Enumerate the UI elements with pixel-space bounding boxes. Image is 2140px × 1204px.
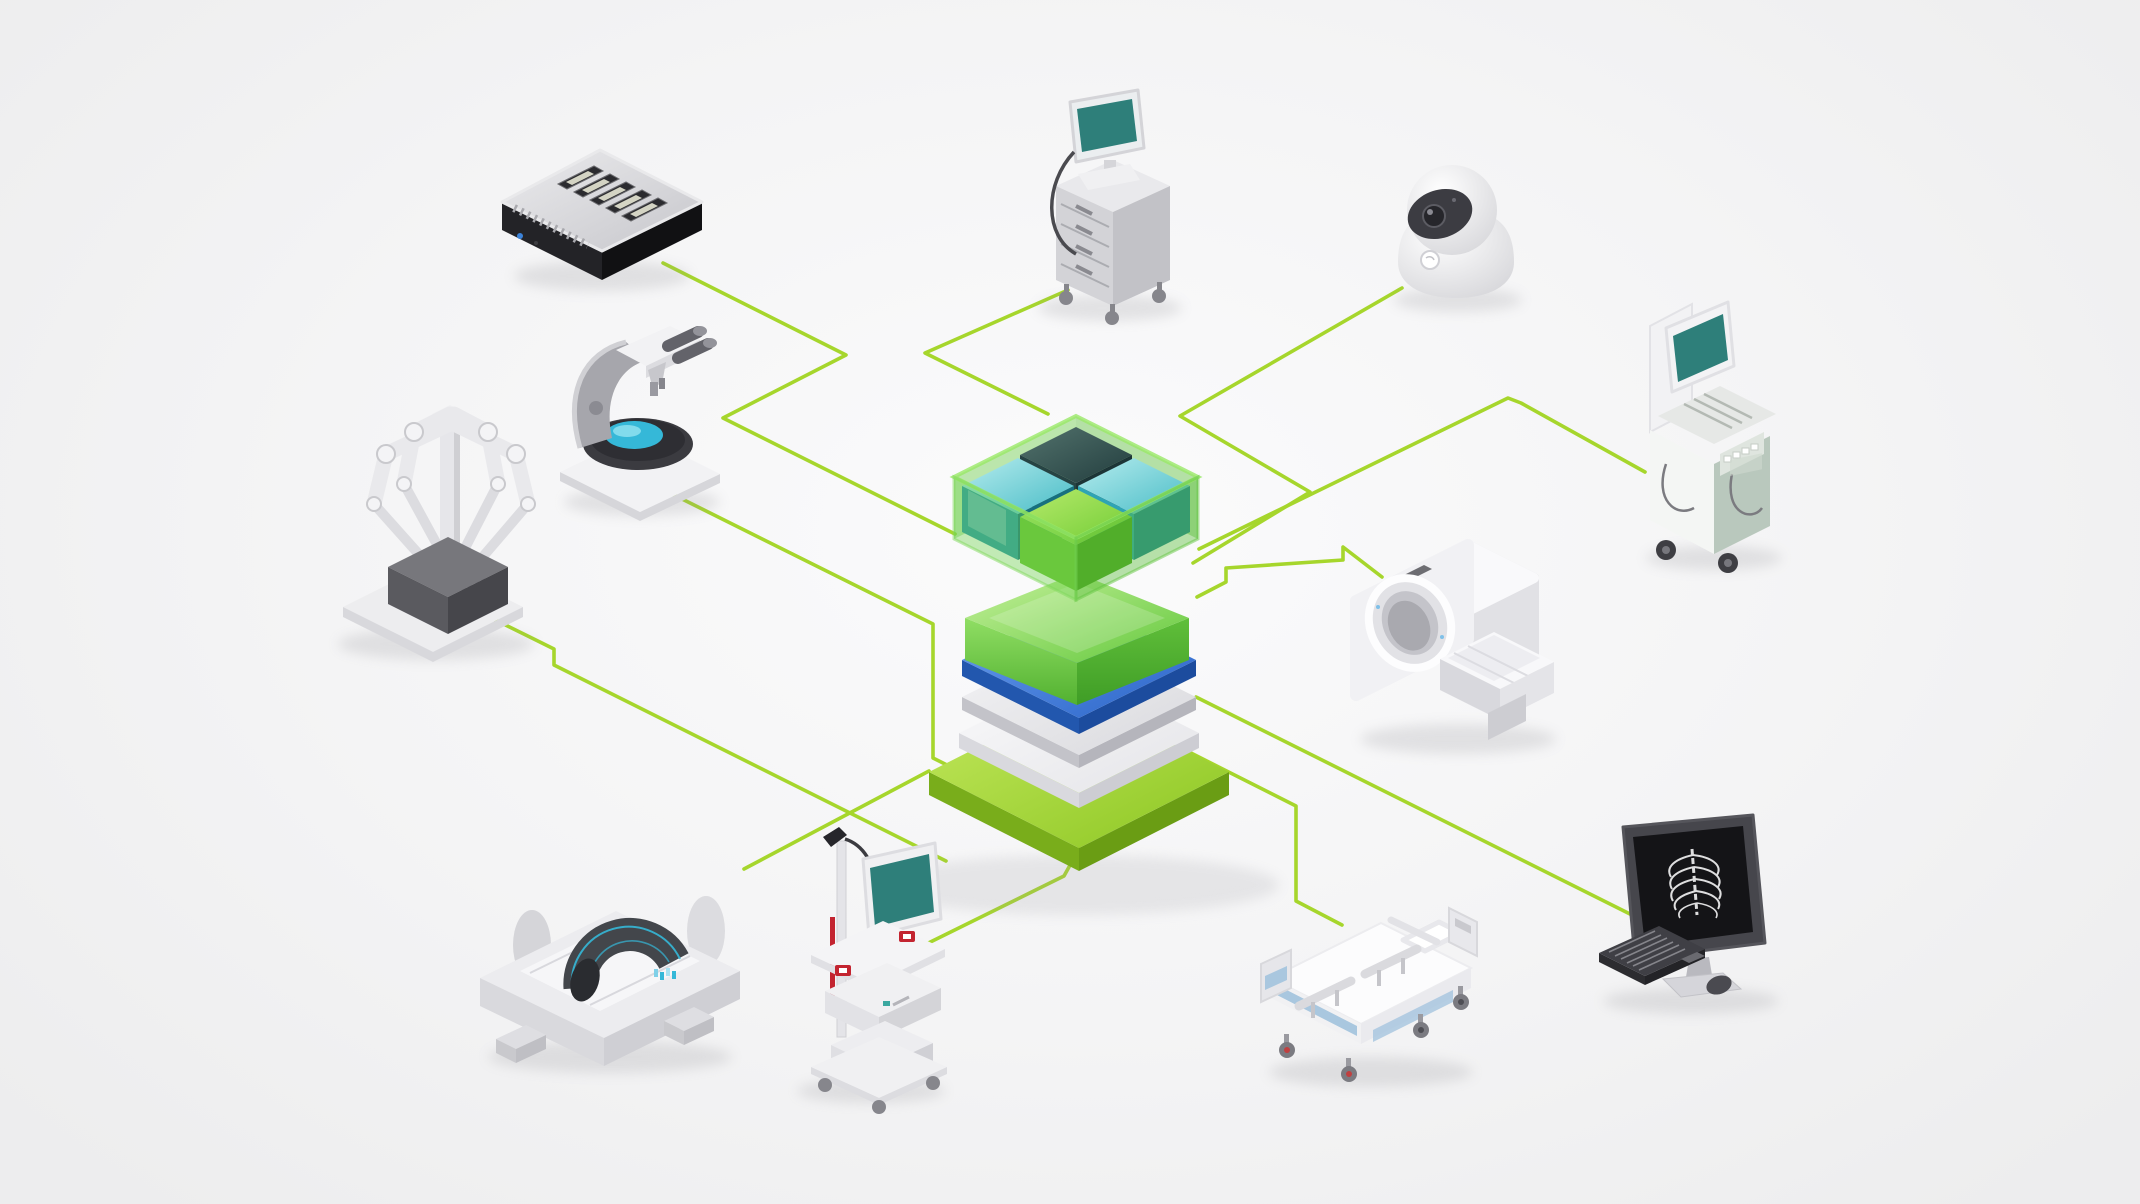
cube-app-front [1020, 489, 1132, 591]
camera-logo [1420, 250, 1440, 270]
cart-screen [1077, 99, 1137, 152]
xray-screen [1633, 826, 1753, 946]
connector-microscope [670, 492, 965, 775]
ultrasound-cart-icon [1646, 300, 1782, 573]
microscope-icon [560, 326, 720, 521]
keyboard-keys [1683, 392, 1753, 430]
connector-camera [1178, 286, 1404, 565]
connector-mri-scanner [742, 769, 931, 871]
camera-lens [1422, 204, 1446, 228]
casters [1059, 282, 1166, 325]
wheels [1656, 540, 1738, 573]
mouse [1706, 975, 1732, 995]
casters [1279, 986, 1469, 1082]
connector-surgical-robot [435, 589, 948, 863]
surgical-robot-icon [338, 405, 536, 662]
scope-clamps [835, 931, 915, 976]
side-rails [1294, 916, 1441, 1018]
ct-scanner-icon [1350, 539, 1556, 754]
tunnel-display [654, 968, 676, 980]
stack-shadow [879, 855, 1279, 915]
ultrasound-screen [1673, 314, 1728, 382]
medical-cart-icon [1038, 88, 1182, 325]
casters [818, 1076, 940, 1114]
footboard [1260, 948, 1292, 1004]
endoscopy-screen [870, 854, 934, 927]
bore [1364, 574, 1456, 672]
keyboard [1599, 926, 1705, 985]
ribcage-xray [1668, 848, 1722, 919]
power-led [517, 233, 523, 239]
vent-grill [512, 204, 590, 249]
bed-side-panel [1275, 984, 1357, 1036]
headboard [1448, 906, 1478, 958]
green-layer [965, 573, 1189, 705]
monitoring-camera-icon [1394, 165, 1522, 312]
connector-pacs-workstation [1194, 695, 1648, 924]
connector-edge-server [661, 261, 957, 536]
hospital-bed-icon [1260, 906, 1478, 1087]
edge-server-icon [500, 148, 704, 291]
connector-supply-cart [923, 288, 1070, 416]
xray-workstation-icon [1599, 813, 1779, 1014]
mri-scanner-icon [480, 896, 740, 1073]
application-cubes [949, 413, 1203, 603]
connector-ultrasound-cart [1197, 396, 1647, 551]
front-buttons [1723, 443, 1759, 463]
connector-ct-scanner [1195, 545, 1384, 599]
feet [496, 1007, 714, 1063]
cable [1050, 150, 1077, 256]
platform-stack [879, 413, 1279, 915]
endoscopy-cart-icon [797, 827, 947, 1114]
endoscope [823, 827, 847, 847]
connector-hospital-bed [1183, 748, 1344, 927]
module-slots [556, 165, 669, 222]
